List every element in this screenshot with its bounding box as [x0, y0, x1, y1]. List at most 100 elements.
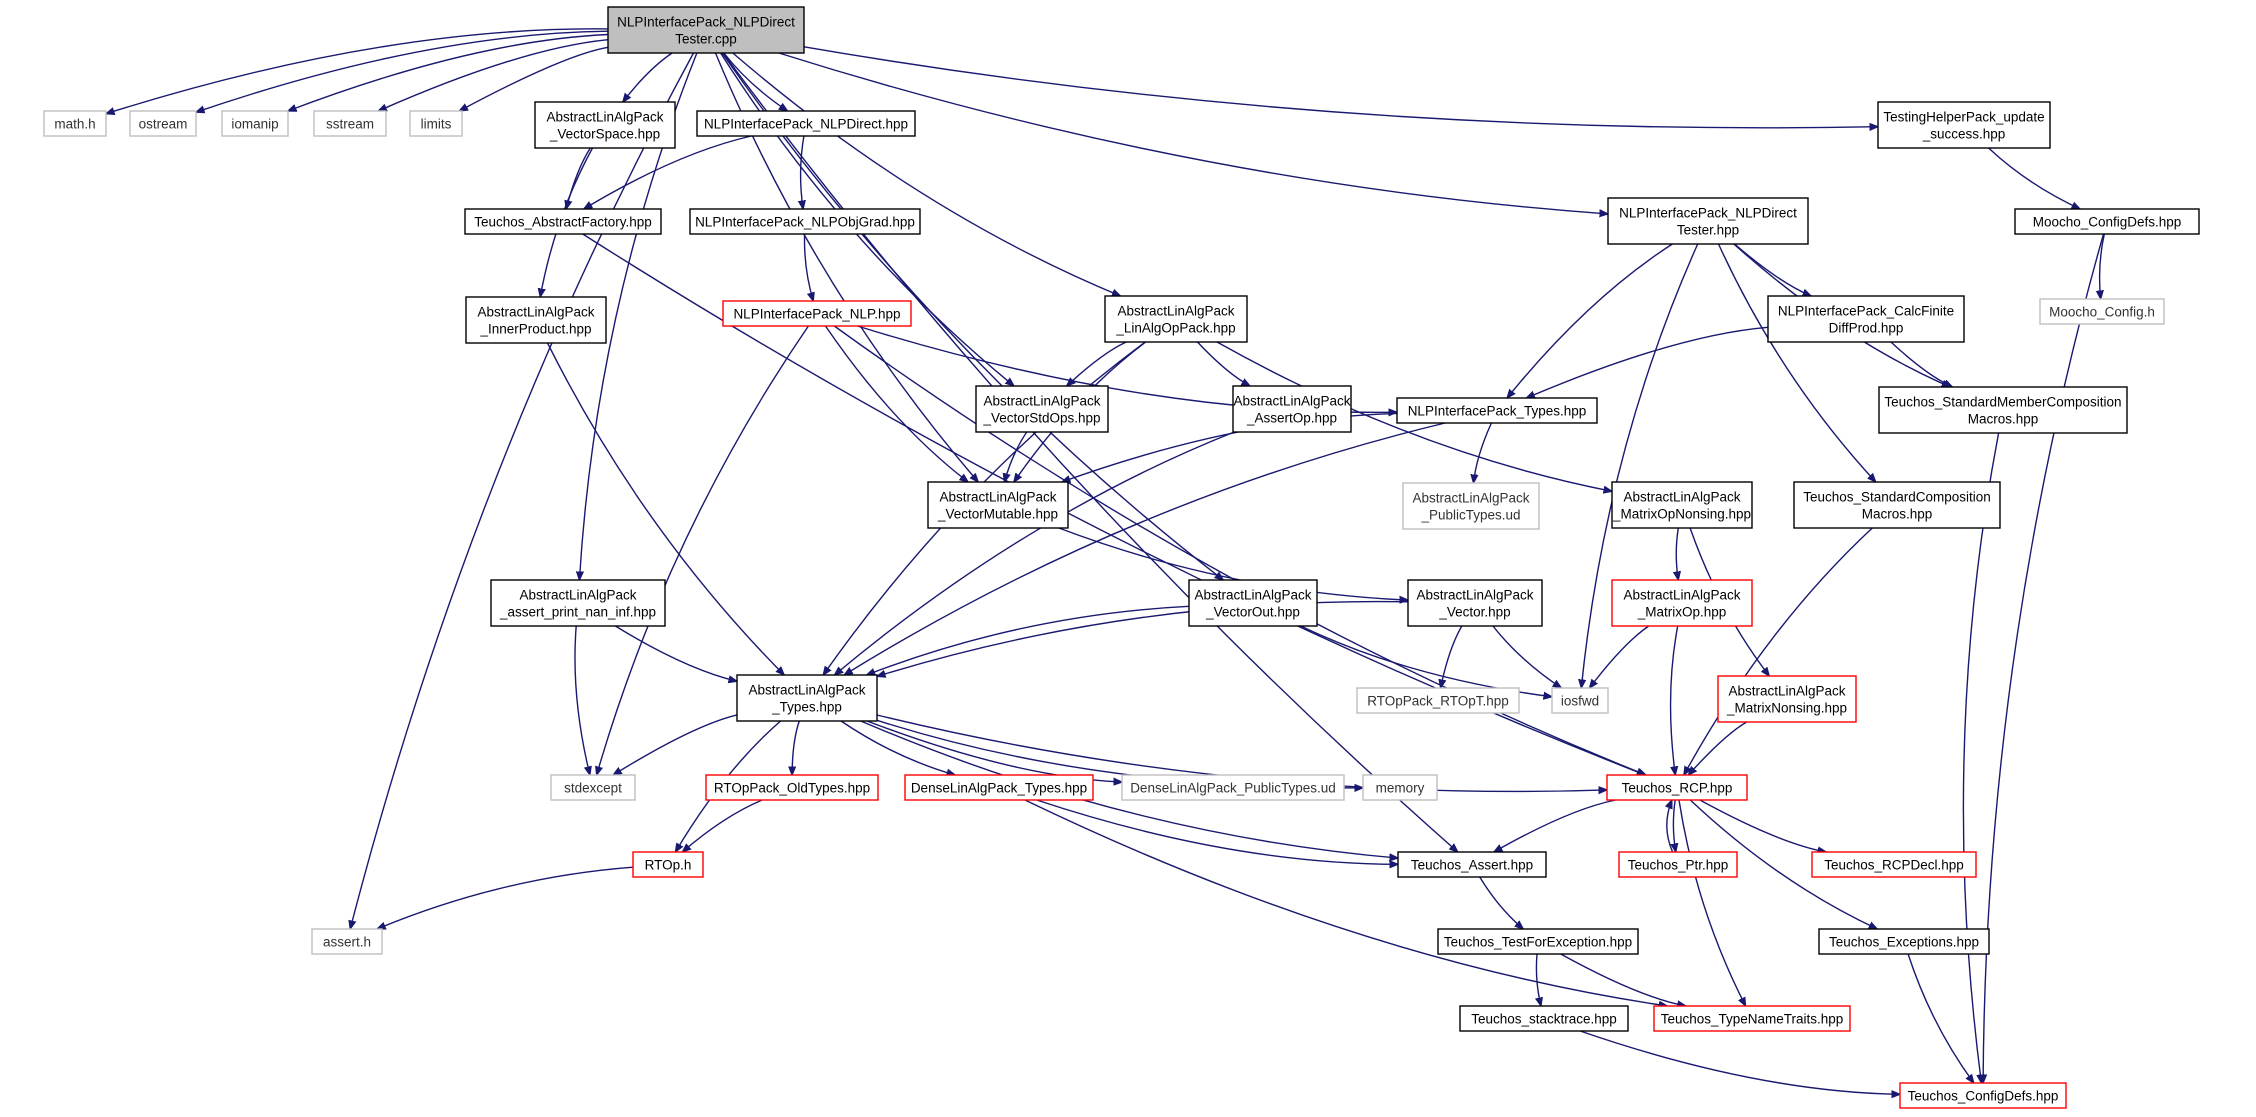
node-box-texc[interactable] — [1818, 928, 1990, 955]
node-box-afactory[interactable] — [464, 208, 662, 235]
node-altypes[interactable]: AbstractLinAlgPack_Types.hpp — [736, 674, 878, 722]
node-box-mop[interactable] — [1611, 579, 1753, 627]
node-box-nlp[interactable] — [722, 300, 912, 327]
node-box-mcdefs[interactable] — [2014, 208, 2200, 235]
node-vmut[interactable]: AbstractLinAlgPack_VectorMutable.hpp — [927, 481, 1069, 529]
node-box-mopnons[interactable] — [1611, 481, 1753, 529]
node-box-tester[interactable] — [1607, 197, 1809, 245]
node-iomanip[interactable]: iomanip — [221, 110, 289, 137]
node-box-roptt[interactable] — [1356, 687, 1520, 714]
node-mconfig[interactable]: Moocho_Config.h — [2039, 298, 2165, 325]
node-objgrad[interactable]: NLPInterfacePack_NLPObjGrad.hpp — [689, 208, 921, 235]
node-mopnons[interactable]: AbstractLinAlgPack_MatrixOpNonsing.hpp — [1611, 481, 1753, 529]
node-box-smcm[interactable] — [1878, 386, 2128, 434]
node-nlpdirect[interactable]: NLPInterfacePack_NLPDirect.hpp — [696, 110, 916, 137]
node-box-rcpdecl[interactable] — [1811, 851, 1977, 878]
node-roptt[interactable]: RTOpPack_RTOpT.hpp — [1356, 687, 1520, 714]
node-box-pubud[interactable] — [1402, 482, 1540, 530]
node-box-stdexcept[interactable] — [550, 774, 636, 801]
node-vout[interactable]: AbstractLinAlgPack_VectorOut.hpp — [1188, 579, 1318, 627]
node-nlptypes[interactable]: NLPInterfacePack_Types.hpp — [1396, 397, 1598, 424]
node-box-tassert[interactable] — [1397, 851, 1547, 878]
node-box-tnt[interactable] — [1653, 1005, 1851, 1032]
node-box-vmut[interactable] — [927, 481, 1069, 529]
node-iosfwd[interactable]: iosfwd — [1551, 687, 1609, 714]
node-afactory[interactable]: Teuchos_AbstractFactory.hpp — [464, 208, 662, 235]
node-stdexcept[interactable]: stdexcept — [550, 774, 636, 801]
node-stdops[interactable]: AbstractLinAlgPack_VectorStdOps.hpp — [975, 385, 1109, 433]
node-limits[interactable]: limits — [409, 110, 463, 137]
node-box-iosfwd[interactable] — [1551, 687, 1609, 714]
node-box-ptr[interactable] — [1618, 851, 1738, 878]
node-box-root[interactable] — [607, 6, 805, 54]
node-assertop[interactable]: AbstractLinAlgPack_AssertOp.hpp — [1232, 385, 1352, 433]
node-box-rtoph[interactable] — [632, 851, 704, 878]
node-mcdefs[interactable]: Moocho_ConfigDefs.hpp — [2014, 208, 2200, 235]
node-box-rcp[interactable] — [1606, 774, 1748, 801]
node-box-inner[interactable] — [465, 296, 607, 344]
node-dlppub[interactable]: DenseLinAlgPack_PublicTypes.ud — [1121, 774, 1345, 801]
node-rcp[interactable]: Teuchos_RCP.hpp — [1606, 774, 1748, 801]
node-box-altypes[interactable] — [736, 674, 878, 722]
node-smcm[interactable]: Teuchos_StandardMemberCompositionMacros.… — [1878, 386, 2128, 434]
node-box-dlppub[interactable] — [1121, 774, 1345, 801]
node-box-vspace[interactable] — [534, 101, 676, 149]
node-stack[interactable]: Teuchos_stacktrace.hpp — [1459, 1005, 1629, 1032]
node-box-nlptypes[interactable] — [1396, 397, 1598, 424]
node-box-stdops[interactable] — [975, 385, 1109, 433]
node-tfe[interactable]: Teuchos_TestForException.hpp — [1437, 928, 1639, 955]
node-dlptypes[interactable]: DenseLinAlgPack_Types.hpp — [904, 774, 1094, 801]
node-inner[interactable]: AbstractLinAlgPack_InnerProduct.hpp — [465, 296, 607, 344]
node-box-oldtypes[interactable] — [705, 774, 879, 801]
node-box-mconfig[interactable] — [2039, 298, 2165, 325]
node-box-math[interactable] — [43, 110, 107, 137]
node-box-calcfd[interactable] — [1767, 295, 1965, 343]
node-box-dlptypes[interactable] — [904, 774, 1094, 801]
node-vspace[interactable]: AbstractLinAlgPack_VectorSpace.hpp — [534, 101, 676, 149]
node-box-assertop[interactable] — [1232, 385, 1352, 433]
node-oldtypes[interactable]: RTOpPack_OldTypes.hpp — [705, 774, 879, 801]
node-nlp[interactable]: NLPInterfacePack_NLP.hpp — [722, 300, 912, 327]
node-asserth[interactable]: assert.h — [311, 928, 383, 955]
node-box-opPack[interactable] — [1104, 295, 1248, 343]
node-box-vector[interactable] — [1407, 579, 1543, 627]
node-sstream[interactable]: sstream — [313, 110, 387, 137]
node-box-iomanip[interactable] — [221, 110, 289, 137]
node-tcdefs[interactable]: Teuchos_ConfigDefs.hpp — [1899, 1082, 2067, 1109]
node-box-limits[interactable] — [409, 110, 463, 137]
node-mnons[interactable]: AbstractLinAlgPack_MatrixNonsing.hpp — [1717, 675, 1857, 723]
node-box-asserth[interactable] — [311, 928, 383, 955]
node-apni[interactable]: AbstractLinAlgPack_assert_print_nan_inf.… — [490, 579, 666, 627]
node-tnt[interactable]: Teuchos_TypeNameTraits.hpp — [1653, 1005, 1851, 1032]
node-texc[interactable]: Teuchos_Exceptions.hpp — [1818, 928, 1990, 955]
node-box-mnons[interactable] — [1717, 675, 1857, 723]
node-box-memory[interactable] — [1362, 774, 1438, 801]
node-math[interactable]: math.h — [43, 110, 107, 137]
node-tassert[interactable]: Teuchos_Assert.hpp — [1397, 851, 1547, 878]
node-box-stack[interactable] — [1459, 1005, 1629, 1032]
node-box-thu[interactable] — [1877, 101, 2051, 149]
node-box-vout[interactable] — [1188, 579, 1318, 627]
node-box-tfe[interactable] — [1437, 928, 1639, 955]
node-box-objgrad[interactable] — [689, 208, 921, 235]
node-box-nlpdirect[interactable] — [696, 110, 916, 137]
node-opPack[interactable]: AbstractLinAlgPack_LinAlgOpPack.hpp — [1104, 295, 1248, 343]
node-pubud[interactable]: AbstractLinAlgPack_PublicTypes.ud — [1402, 482, 1540, 530]
node-box-scm[interactable] — [1793, 481, 2001, 529]
node-mop[interactable]: AbstractLinAlgPack_MatrixOp.hpp — [1611, 579, 1753, 627]
node-box-ostream[interactable] — [129, 110, 197, 137]
node-ostream[interactable]: ostream — [129, 110, 197, 137]
node-box-tcdefs[interactable] — [1899, 1082, 2067, 1109]
node-ptr[interactable]: Teuchos_Ptr.hpp — [1618, 851, 1738, 878]
node-box-sstream[interactable] — [313, 110, 387, 137]
node-thu[interactable]: TestingHelperPack_update_success.hpp — [1877, 101, 2051, 149]
node-vector[interactable]: AbstractLinAlgPack_Vector.hpp — [1407, 579, 1543, 627]
node-rtoph[interactable]: RTOp.h — [632, 851, 704, 878]
node-rcpdecl[interactable]: Teuchos_RCPDecl.hpp — [1811, 851, 1977, 878]
node-memory[interactable]: memory — [1362, 774, 1438, 801]
node-box-apni[interactable] — [490, 579, 666, 627]
